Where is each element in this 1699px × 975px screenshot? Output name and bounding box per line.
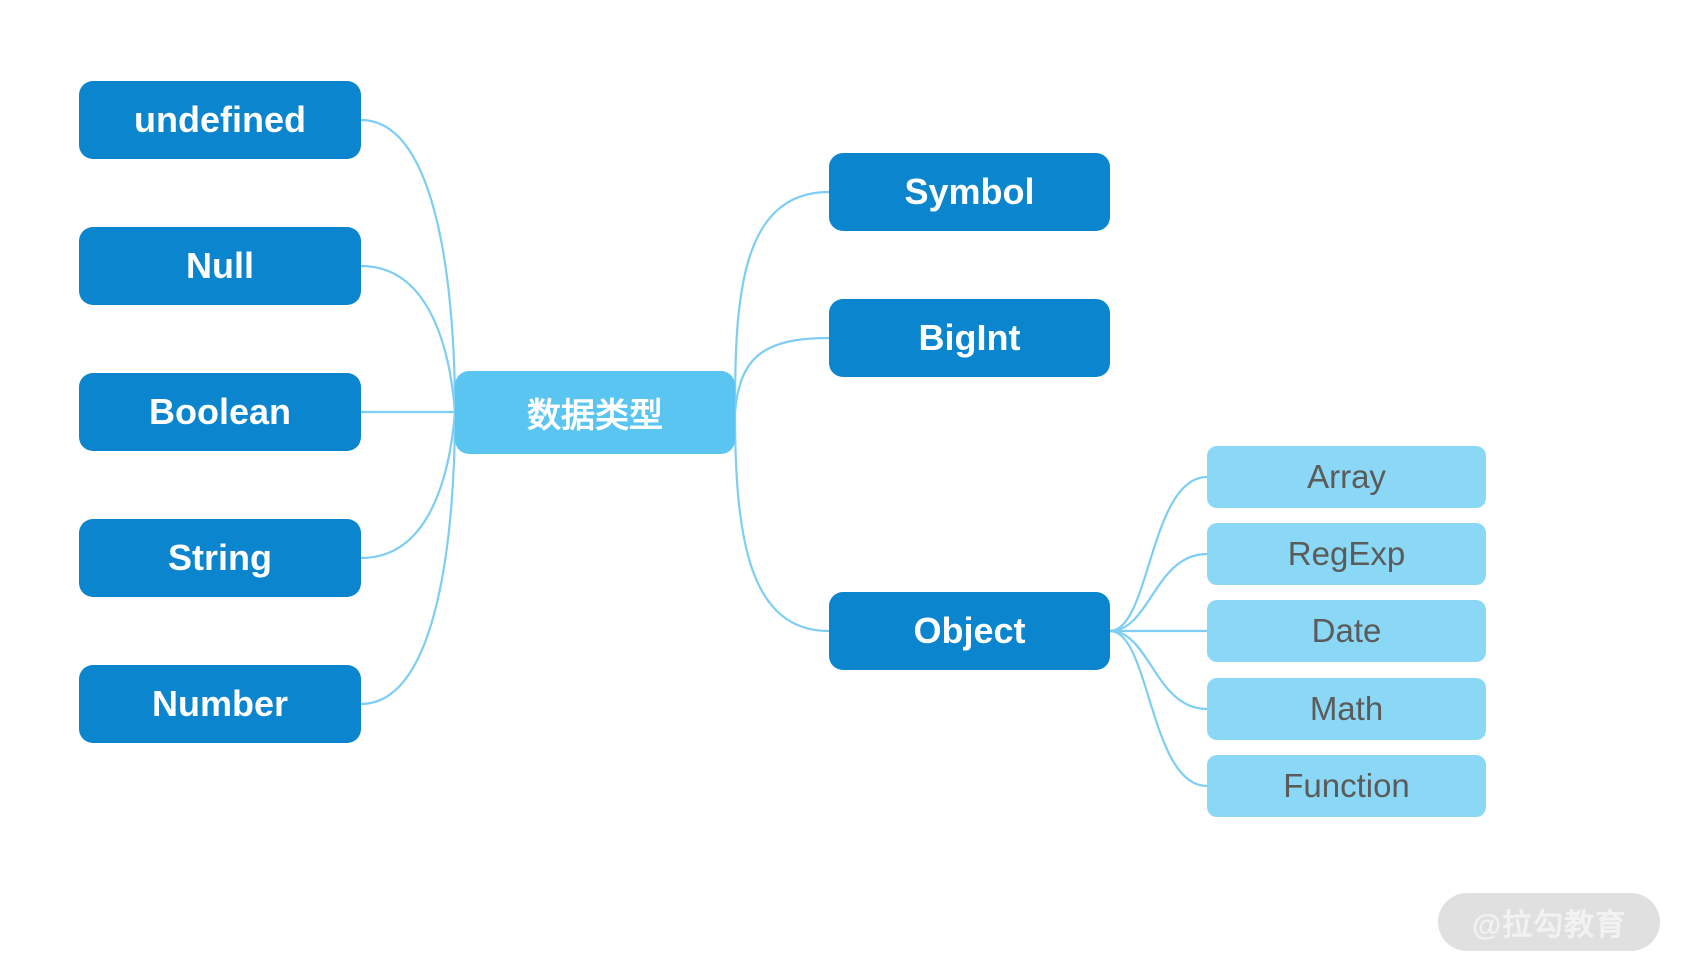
- edge-object-regexp: [1109, 552, 1208, 633]
- watermark: @拉勾教育: [1438, 893, 1660, 951]
- node-date[interactable]: Date: [1207, 600, 1486, 662]
- node-math[interactable]: Math: [1207, 678, 1486, 740]
- node-bigint[interactable]: BigInt: [829, 299, 1110, 377]
- node-center-data-types[interactable]: 数据类型: [455, 371, 735, 454]
- edge-object-math: [1109, 629, 1208, 711]
- edge-center-object: [733, 411, 830, 633]
- node-object[interactable]: Object: [829, 592, 1110, 670]
- node-function[interactable]: Function: [1207, 755, 1486, 817]
- node-string[interactable]: String: [79, 519, 361, 597]
- node-boolean[interactable]: Boolean: [79, 373, 361, 451]
- node-number[interactable]: Number: [79, 665, 361, 743]
- edge-center-symbol: [733, 190, 830, 413]
- edge-center-number: [360, 411, 457, 706]
- node-array[interactable]: Array: [1207, 446, 1486, 508]
- node-regexp[interactable]: RegExp: [1207, 523, 1486, 585]
- edge-center-undefined: [360, 118, 457, 413]
- edge-center-string: [360, 411, 457, 560]
- edge-object-array: [1109, 475, 1208, 633]
- edge-object-function: [1109, 629, 1208, 788]
- edge-center-null: [360, 264, 457, 413]
- node-null[interactable]: Null: [79, 227, 361, 305]
- node-undefined[interactable]: undefined: [79, 81, 361, 159]
- node-symbol[interactable]: Symbol: [829, 153, 1110, 231]
- edge-center-bigint: [733, 336, 830, 413]
